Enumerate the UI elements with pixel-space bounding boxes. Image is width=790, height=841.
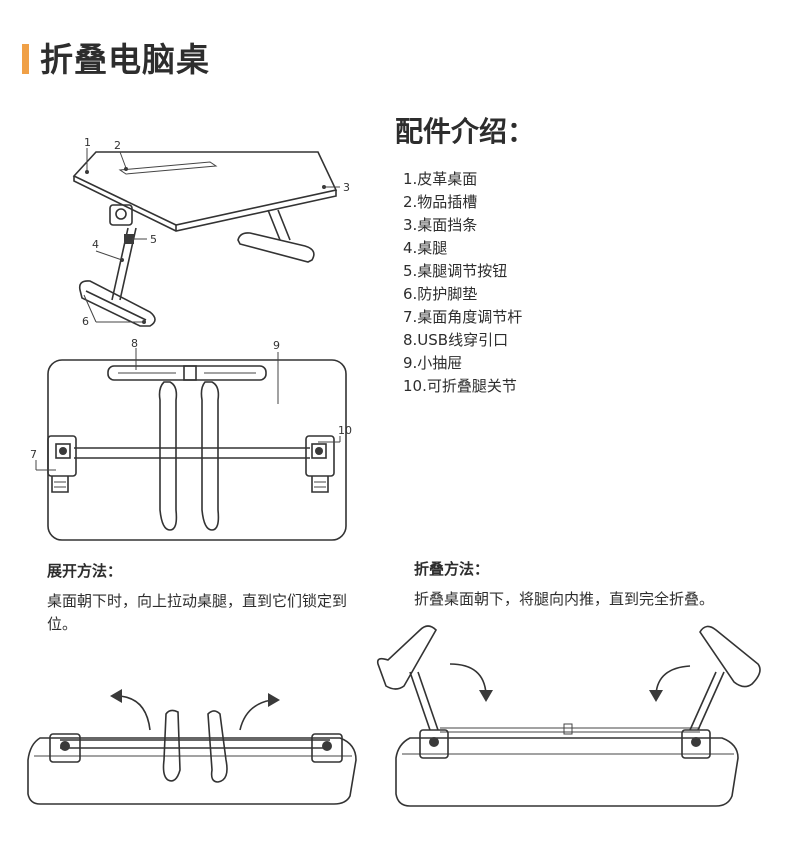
label-3: 3 — [343, 181, 350, 194]
label-2: 2 — [114, 139, 121, 152]
label-5: 5 — [150, 233, 157, 246]
label-6: 6 — [82, 315, 89, 328]
unfold-illustration — [27, 689, 357, 805]
list-item: 2.物品插槽 — [403, 193, 478, 211]
list-item: 8.USB线穿引口 — [403, 331, 509, 349]
label-10: 10 — [338, 424, 352, 437]
parts-list: 1.皮革桌面 2.物品插槽 3.桌面挡条 4.桌腿 5.桌腿调节按钮 6.防护脚… — [403, 168, 522, 398]
page-title: 折叠电脑桌 — [40, 40, 210, 79]
list-item: 6.防护脚垫 — [403, 285, 478, 303]
table-perspective-illustration: 1 2 3 4 5 6 — [72, 136, 350, 328]
list-item: 4.桌腿 — [403, 239, 448, 257]
title-accent-bar — [22, 44, 29, 74]
list-item: 1.皮革桌面 — [403, 170, 478, 188]
label-4: 4 — [92, 238, 99, 251]
fold-illustration — [376, 625, 761, 807]
table-underside-illustration: 8 9 10 7 — [30, 337, 352, 541]
unfold-method-title: 展开方法： — [47, 562, 123, 580]
fold-method-title: 折叠方法： — [414, 560, 490, 578]
list-item: 7.桌面角度调节杆 — [403, 308, 523, 326]
unfold-method-text: 桌面朝下时，向上拉动桌腿，直到它们锁定到位。 — [47, 592, 348, 633]
label-8: 8 — [131, 337, 138, 350]
label-7: 7 — [30, 448, 37, 461]
label-9: 9 — [273, 339, 280, 352]
list-item: 9.小抽屉 — [403, 354, 463, 372]
parts-title: 配件介绍： — [395, 115, 536, 148]
list-item: 10.可折叠腿关节 — [403, 377, 517, 395]
label-1: 1 — [84, 136, 91, 149]
list-item: 3.桌面挡条 — [403, 216, 478, 234]
list-item: 5.桌腿调节按钮 — [403, 262, 508, 280]
fold-method-text: 折叠桌面朝下，将腿向内推，直到完全折叠。 — [414, 590, 715, 608]
